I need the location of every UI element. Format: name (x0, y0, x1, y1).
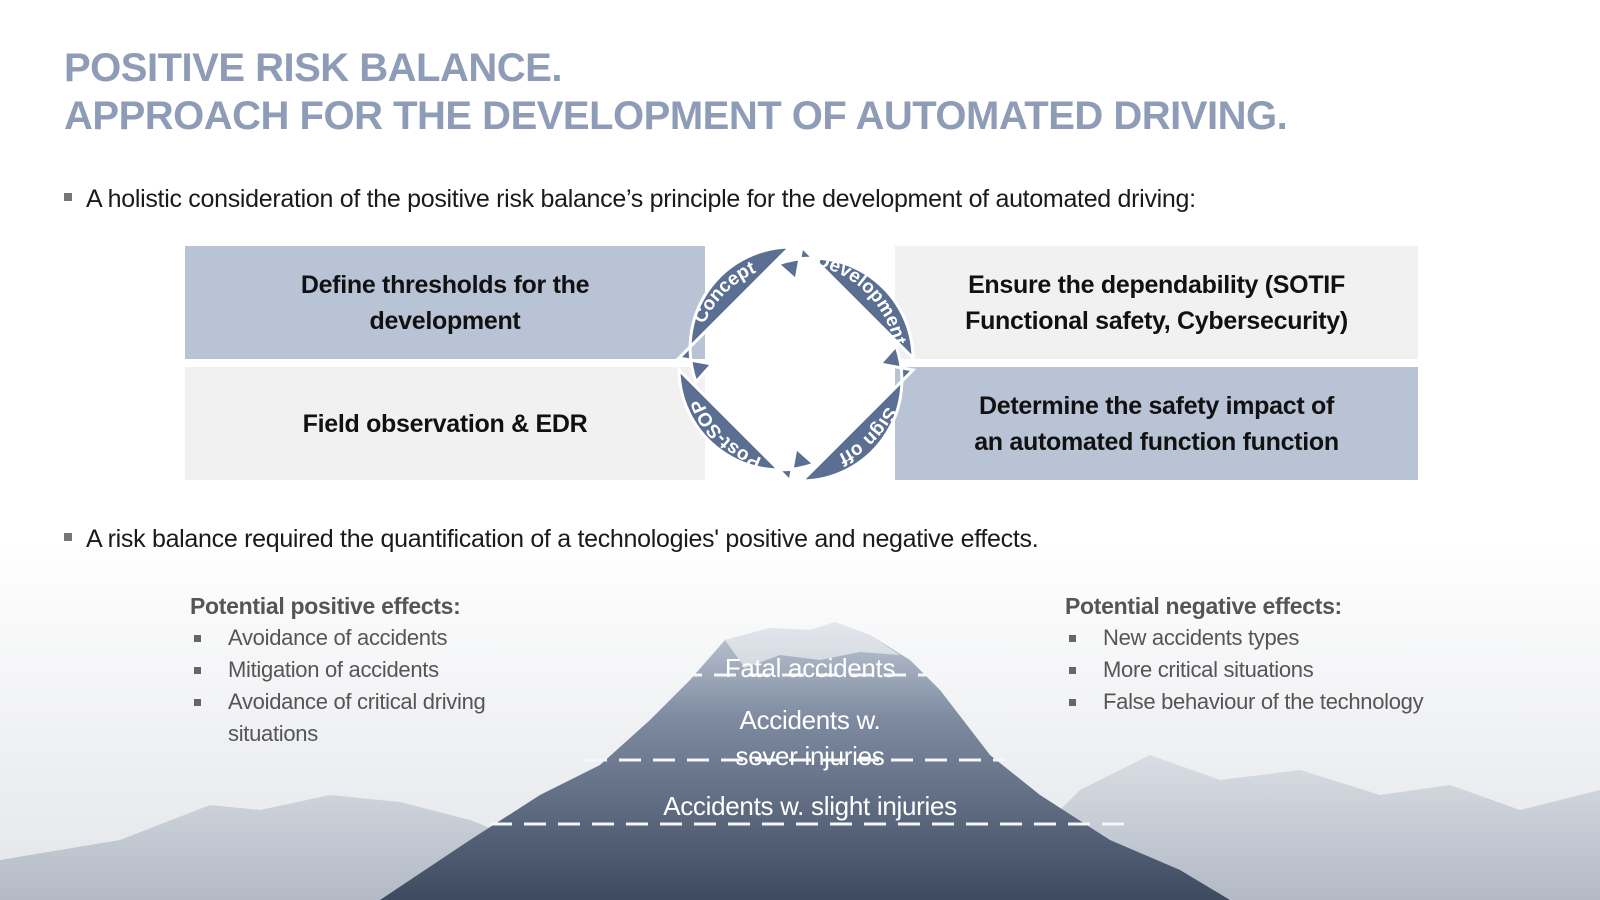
pyramid-dividers (490, 673, 1125, 826)
positive-effects: Potential positive effects: Avoidance of… (190, 590, 530, 750)
matrix-top-right-line1: Ensure the dependability (SOTIF (968, 270, 1345, 299)
matrix-top-left-line2: development (369, 306, 521, 335)
bullet-holistic: A holistic consideration of the positive… (64, 183, 1196, 215)
mountain-background (0, 540, 1600, 900)
pyramid-layer-severe-line2: sever injuries (735, 741, 885, 771)
cycle-segment-postsop (677, 366, 817, 484)
bullet-risk-balance: A risk balance required the quantificati… (64, 523, 1039, 555)
cycle-segment-signoff (798, 343, 916, 483)
list-item: Mitigation of accidents (190, 654, 530, 686)
pyramid-layer-slight: Accidents w. slight injuries (663, 791, 957, 821)
matrix-bottom-left-text: Field observation & EDR (302, 409, 588, 438)
title-line-2: APPROACH FOR THE DEVELOPMENT OF AUTOMATE… (64, 94, 1288, 138)
list-item: Avoidance of accidents (190, 622, 530, 654)
title-line-1: POSITIVE RISK BALANCE. (64, 46, 562, 90)
positive-effects-heading: Potential positive effects: (190, 593, 461, 619)
cycle-segment-development (775, 244, 915, 362)
matrix-top-left-line1: Define thresholds for the (300, 270, 590, 299)
bullet-risk-balance-text: A risk balance required the quantificati… (86, 525, 1039, 553)
lifecycle-diagram: Concept Development Sign off Post-SOP (676, 244, 916, 484)
pyramid-layer-severe: Accidents w. sever injuries (660, 702, 960, 774)
bullet-square-icon (64, 533, 72, 542)
cycle-center (714, 282, 878, 446)
list-item: Avoidance of critical driving situations (190, 686, 530, 750)
matrix-top-right: Ensure the dependability (SOTIF Functiona… (895, 246, 1418, 359)
list-item: New accidents types (1065, 622, 1495, 654)
matrix-bottom-left: Field observation & EDR (185, 367, 705, 480)
bullet-holistic-text: A holistic consideration of the positive… (86, 185, 1196, 213)
negative-effects: Potential negative effects: New accident… (1065, 590, 1495, 718)
matrix-top-left: Define thresholds for the development (185, 246, 705, 359)
mountain-snow (725, 622, 900, 668)
matrix-bottom-right-line2: an automated function function (974, 427, 1339, 456)
matrix-bottom-right: Determine the safety impact of an automat… (895, 367, 1418, 480)
page-title: POSITIVE RISK BALANCE. APPROACH FOR THE … (64, 44, 1288, 140)
pyramid-layer-fatal: Fatal accidents (724, 653, 896, 683)
pyramid-layer-severe-line1: Accidents w. (739, 705, 881, 735)
negative-effects-heading: Potential negative effects: (1065, 593, 1342, 619)
list-item: More critical situations (1065, 654, 1495, 686)
matrix-bottom-right-line1: Determine the safety impact of (979, 391, 1334, 420)
far-hills (0, 755, 1600, 900)
matrix-top-right-line2: Functional safety, Cybersecurity) (965, 306, 1348, 335)
bullet-square-icon (64, 193, 72, 202)
list-item: False behaviour of the technology (1065, 686, 1495, 718)
cycle-segment-concept (676, 245, 794, 385)
